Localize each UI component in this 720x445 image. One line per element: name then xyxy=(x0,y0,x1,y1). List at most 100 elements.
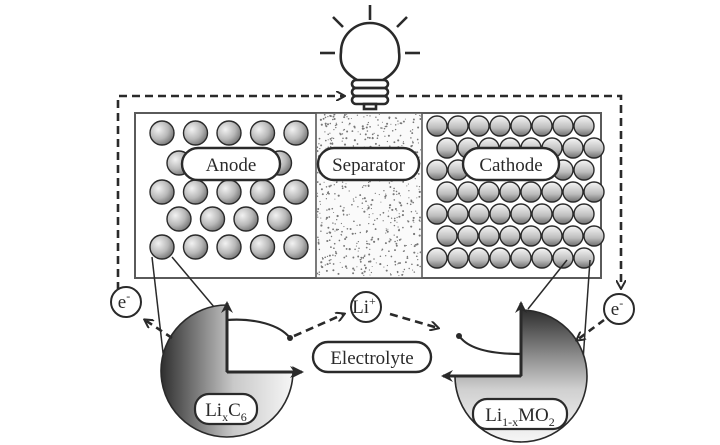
particle xyxy=(149,120,175,146)
separator-dot xyxy=(361,186,364,189)
separator-dot xyxy=(333,117,336,121)
separator-dot xyxy=(343,114,346,117)
separator-dot xyxy=(398,192,401,195)
separator-dot xyxy=(389,273,391,275)
separator-dot xyxy=(397,263,399,265)
particle xyxy=(552,203,574,225)
separator-dot xyxy=(368,216,370,218)
separator-dot xyxy=(412,140,414,142)
separator-dot xyxy=(369,125,371,128)
particle xyxy=(573,159,595,181)
separator-dot xyxy=(363,197,366,200)
particle xyxy=(182,234,209,260)
separator-dot xyxy=(401,214,404,217)
separator-dot xyxy=(407,183,409,185)
separator-dot xyxy=(398,213,400,215)
particle xyxy=(531,203,553,225)
separator-dot xyxy=(361,202,364,204)
separator-label: Separator xyxy=(316,146,421,182)
separator-dot xyxy=(329,132,331,134)
separator-dot xyxy=(325,139,327,142)
separator-dot xyxy=(361,127,364,130)
separator-dot xyxy=(335,123,338,126)
separator-dot xyxy=(416,264,419,267)
separator-dot xyxy=(402,140,404,143)
separator-dot xyxy=(359,258,362,261)
separator-dot xyxy=(317,239,320,241)
separator-dot xyxy=(359,260,362,263)
separator-dot xyxy=(410,225,413,228)
zoom-line xyxy=(527,259,568,310)
separator-dot xyxy=(334,192,336,195)
particle xyxy=(541,181,563,203)
separator-dot xyxy=(369,260,372,263)
separator-dot xyxy=(364,138,367,141)
separator-dot xyxy=(367,185,370,188)
separator-dot xyxy=(413,271,416,273)
separator-dot xyxy=(365,126,368,129)
separator-dot xyxy=(343,214,345,216)
separator-dot xyxy=(332,222,334,224)
separator-dot xyxy=(371,199,374,202)
particle xyxy=(149,179,175,205)
separator-dot xyxy=(411,129,414,131)
separator-dot xyxy=(356,114,359,116)
separator-dot xyxy=(331,142,334,145)
particle xyxy=(182,120,209,146)
separator-dot xyxy=(412,141,414,144)
separator-dot xyxy=(397,120,399,122)
separator-dot xyxy=(349,228,352,230)
separator-dot xyxy=(341,230,343,233)
separator-dot xyxy=(420,115,421,117)
separator-dot xyxy=(357,206,359,208)
separator-dot xyxy=(393,219,396,222)
particle xyxy=(510,115,532,137)
separator-dot xyxy=(356,266,358,268)
separator-dot xyxy=(326,194,328,196)
separator-dot xyxy=(327,116,329,118)
separator-dot xyxy=(402,181,404,183)
separator-dot xyxy=(352,272,355,275)
separator-dot xyxy=(328,185,330,187)
separator-dot xyxy=(325,216,329,219)
cathode-material-formula: Li1-xMO2 xyxy=(485,405,555,429)
separator-dot xyxy=(318,273,320,276)
separator-dot xyxy=(387,228,389,230)
separator-dot xyxy=(363,270,366,273)
separator-dot xyxy=(367,204,369,206)
separator-dot xyxy=(337,228,340,231)
separator-dot xyxy=(371,133,374,136)
separator-dot xyxy=(403,244,406,247)
separator-dot xyxy=(339,205,342,208)
anode-material-badge xyxy=(193,392,259,426)
separator-dot xyxy=(384,242,387,245)
separator-dot xyxy=(388,204,391,207)
separator-dot xyxy=(412,219,415,222)
separator-dot xyxy=(394,263,397,266)
particle xyxy=(573,115,595,137)
separator-dot xyxy=(345,137,348,140)
anode-particle-section xyxy=(160,304,294,438)
separator-dot xyxy=(402,210,405,213)
separator-dot xyxy=(417,172,420,175)
separator-dot xyxy=(416,197,418,199)
separator-dot xyxy=(399,122,402,125)
separator-dot xyxy=(341,140,343,142)
separator-dot xyxy=(368,206,370,208)
separator-dot xyxy=(402,226,404,229)
separator-dot xyxy=(408,197,410,199)
separator-dot xyxy=(348,248,351,251)
separator-dot xyxy=(324,122,327,125)
separator-dot xyxy=(360,258,363,260)
separator-dot xyxy=(334,124,336,127)
cathode-label-text: Cathode xyxy=(479,155,542,176)
separator-dot xyxy=(380,127,382,129)
separator-dot xyxy=(353,269,356,271)
separator-dot xyxy=(387,210,389,212)
separator-dot xyxy=(388,182,391,184)
separator-dot xyxy=(320,123,323,126)
particle xyxy=(283,179,309,205)
separator-dot xyxy=(320,188,323,191)
separator-dot xyxy=(333,242,336,245)
separator-dot xyxy=(321,257,323,259)
